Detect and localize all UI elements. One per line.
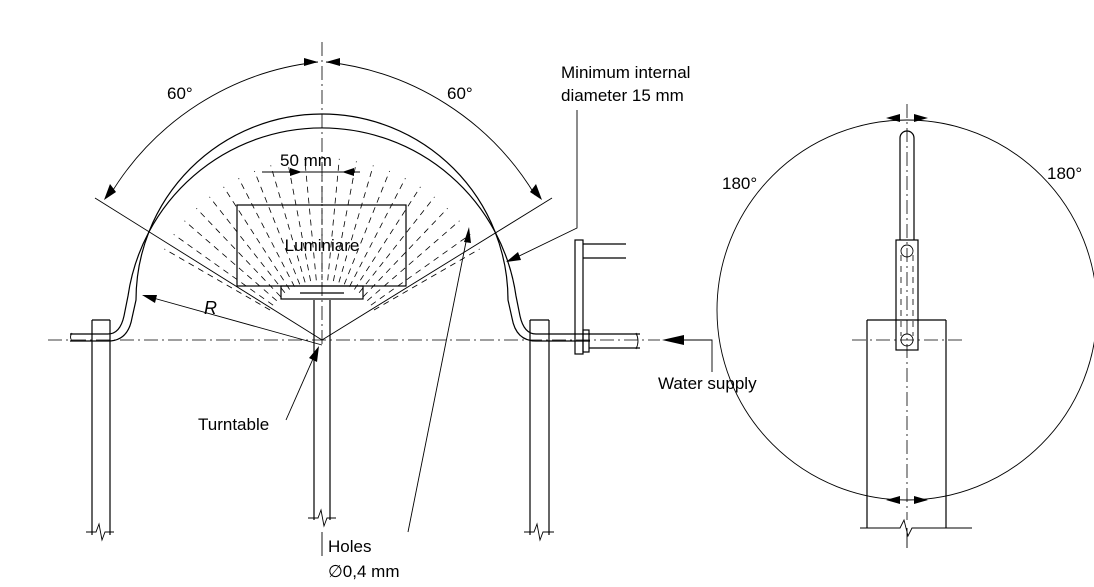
water-jet bbox=[238, 178, 295, 287]
water-jet bbox=[173, 234, 274, 306]
water-jet bbox=[287, 161, 311, 282]
support-post-right bbox=[524, 319, 554, 542]
pivot-link bbox=[895, 239, 919, 351]
arrowhead bbox=[309, 346, 319, 362]
holes-label-1: Holes bbox=[328, 537, 371, 556]
arrowhead bbox=[464, 227, 471, 243]
turntable-label: Turntable bbox=[198, 415, 269, 434]
arrowhead bbox=[326, 58, 340, 66]
angle-extension-left bbox=[94, 197, 323, 341]
min-diameter-label-1: Minimum internal bbox=[561, 63, 690, 82]
arrowhead bbox=[304, 58, 318, 66]
water-jet bbox=[343, 170, 390, 285]
arrowhead bbox=[342, 168, 354, 176]
water-jet bbox=[367, 220, 460, 302]
water-jet bbox=[184, 220, 277, 302]
water-jet bbox=[196, 208, 281, 297]
water-supply-label: Water supply bbox=[658, 374, 757, 393]
arrowhead bbox=[142, 295, 157, 303]
turntable-leader bbox=[285, 351, 317, 421]
water-jet bbox=[370, 234, 471, 306]
arrowhead bbox=[886, 114, 900, 122]
water-jet bbox=[354, 186, 421, 290]
min-diameter-leader bbox=[512, 110, 578, 260]
water-supply-fitting bbox=[574, 239, 640, 355]
water-jet bbox=[363, 208, 448, 297]
pipe-break-left bbox=[70, 332, 73, 342]
arrowhead bbox=[530, 184, 542, 200]
water-jets bbox=[164, 158, 480, 311]
radius-label: R bbox=[204, 298, 217, 318]
side-view: 180° 180° bbox=[716, 104, 1094, 548]
arrowhead bbox=[506, 252, 521, 262]
oscillating-tube bbox=[70, 113, 590, 342]
arrowhead bbox=[104, 184, 116, 200]
luminaire-box bbox=[236, 204, 407, 287]
water-jet bbox=[373, 248, 480, 311]
water-jet bbox=[349, 178, 406, 287]
water-jet bbox=[209, 196, 286, 294]
angle-label-right: 60° bbox=[447, 84, 473, 103]
angle-label-left: 60° bbox=[167, 84, 193, 103]
water-supply-leader bbox=[666, 339, 713, 372]
side-angle-label-left: 180° bbox=[722, 174, 757, 193]
side-tube bbox=[899, 130, 915, 240]
radius-leader bbox=[145, 295, 323, 346]
water-jet bbox=[254, 170, 301, 285]
swing-circle bbox=[716, 119, 1094, 501]
water-jet bbox=[304, 158, 317, 281]
angle-arc-left bbox=[109, 61, 319, 196]
water-jet bbox=[164, 248, 271, 311]
holes-leader bbox=[407, 231, 469, 533]
arrowhead bbox=[886, 496, 900, 504]
holes-label-2: ∅0,4 mm bbox=[328, 562, 400, 581]
water-jet bbox=[223, 186, 290, 290]
arrowhead bbox=[662, 335, 684, 345]
water-jet bbox=[333, 161, 357, 282]
arrowhead bbox=[914, 114, 928, 122]
support-post-left bbox=[86, 319, 114, 542]
water-jet bbox=[338, 165, 374, 283]
turntable-column bbox=[308, 300, 336, 528]
water-jet bbox=[358, 196, 435, 294]
arrowhead bbox=[290, 168, 302, 176]
arrowhead bbox=[914, 496, 928, 504]
angle-arc-right bbox=[325, 61, 536, 196]
water-jet bbox=[327, 158, 340, 281]
spacing-label: 50 mm bbox=[280, 151, 332, 170]
min-diameter-label-2: diameter 15 mm bbox=[561, 86, 684, 105]
angle-extension-right bbox=[321, 197, 553, 341]
side-angle-label-right: 180° bbox=[1047, 164, 1082, 183]
water-jet bbox=[270, 165, 306, 283]
